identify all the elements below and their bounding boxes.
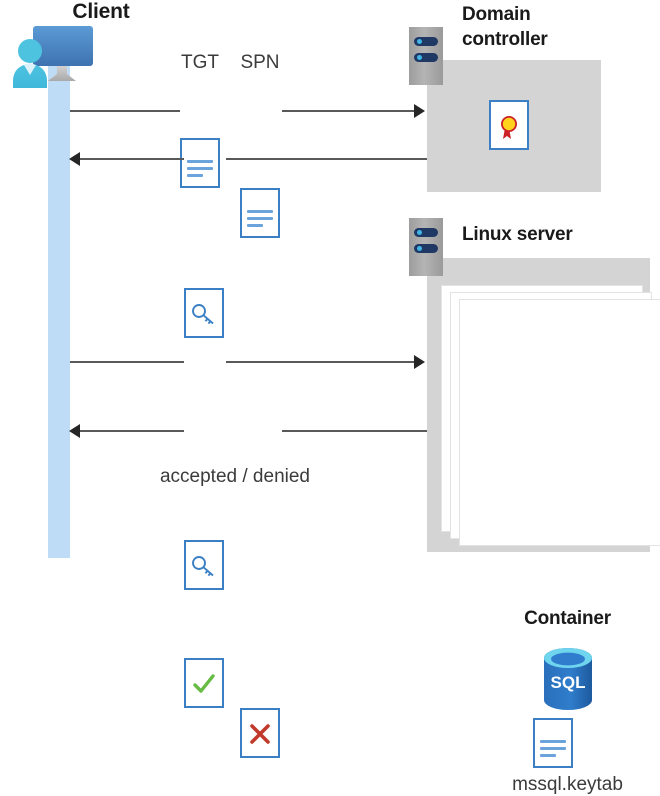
- x-document-icon: [240, 708, 280, 758]
- x-icon: [250, 724, 270, 744]
- tgt-label: TGT: [181, 52, 219, 73]
- svg-text:SQL: SQL: [551, 673, 586, 692]
- page-title-client: Client: [72, 0, 130, 23]
- flow-4-line-left: [80, 430, 184, 432]
- check-icon: [193, 674, 215, 693]
- server-rack-icon: [409, 27, 443, 85]
- certificate-document-icon: [489, 100, 529, 150]
- flow-3-line-left: [70, 361, 184, 363]
- sql-database-icon: SQL: [460, 648, 660, 712]
- page-title-domain-controller: Domain controller: [462, 2, 642, 52]
- keytab-document-icon: [533, 718, 573, 768]
- check-document-icon: [184, 658, 224, 708]
- accepted-denied-label: accepted / denied: [159, 466, 310, 487]
- flow-3-arrowhead: [414, 355, 425, 369]
- flow-1-line-right: [282, 110, 415, 112]
- container-card-front: Container SQL mssql.keytab: [459, 299, 660, 795]
- key-document-icon: [184, 540, 224, 590]
- container-title: Container: [524, 608, 611, 629]
- dc-title-line1: Domain: [462, 4, 531, 25]
- rack-led-icon: [417, 55, 422, 60]
- flow-3-line-right: [226, 361, 415, 363]
- spn-label: SPN: [240, 52, 280, 73]
- flow-4-line-right: [282, 430, 427, 432]
- key-icon: [192, 304, 214, 325]
- rack-bar: [414, 228, 438, 237]
- spn-document-icon: [240, 188, 280, 238]
- rack-bar: [414, 244, 438, 253]
- flow-1-line-left: [70, 110, 180, 112]
- flow-2-line-left: [80, 158, 184, 160]
- rack-led-icon: [417, 39, 422, 44]
- keytab-filename-label: mssql.keytab: [512, 774, 623, 795]
- award-seal-icon: [501, 116, 517, 139]
- user-monitor-icon: [10, 22, 116, 92]
- flow-2-line-right: [226, 158, 427, 160]
- dc-title-line2: controller: [462, 29, 548, 50]
- flow-4-arrowhead: [69, 424, 80, 438]
- page-title-linux-server: Linux server: [462, 224, 573, 245]
- rack-led-icon: [417, 246, 422, 251]
- rack-bar: [414, 37, 438, 46]
- server-rack-icon: [409, 218, 443, 276]
- flow-2-arrowhead: [69, 152, 80, 166]
- client-lifeline: [48, 62, 70, 558]
- tgt-document-icon: [180, 138, 220, 188]
- rack-led-icon: [417, 230, 422, 235]
- key-document-icon: [184, 288, 224, 338]
- flow-1-arrowhead: [414, 104, 425, 118]
- rack-bar: [414, 53, 438, 62]
